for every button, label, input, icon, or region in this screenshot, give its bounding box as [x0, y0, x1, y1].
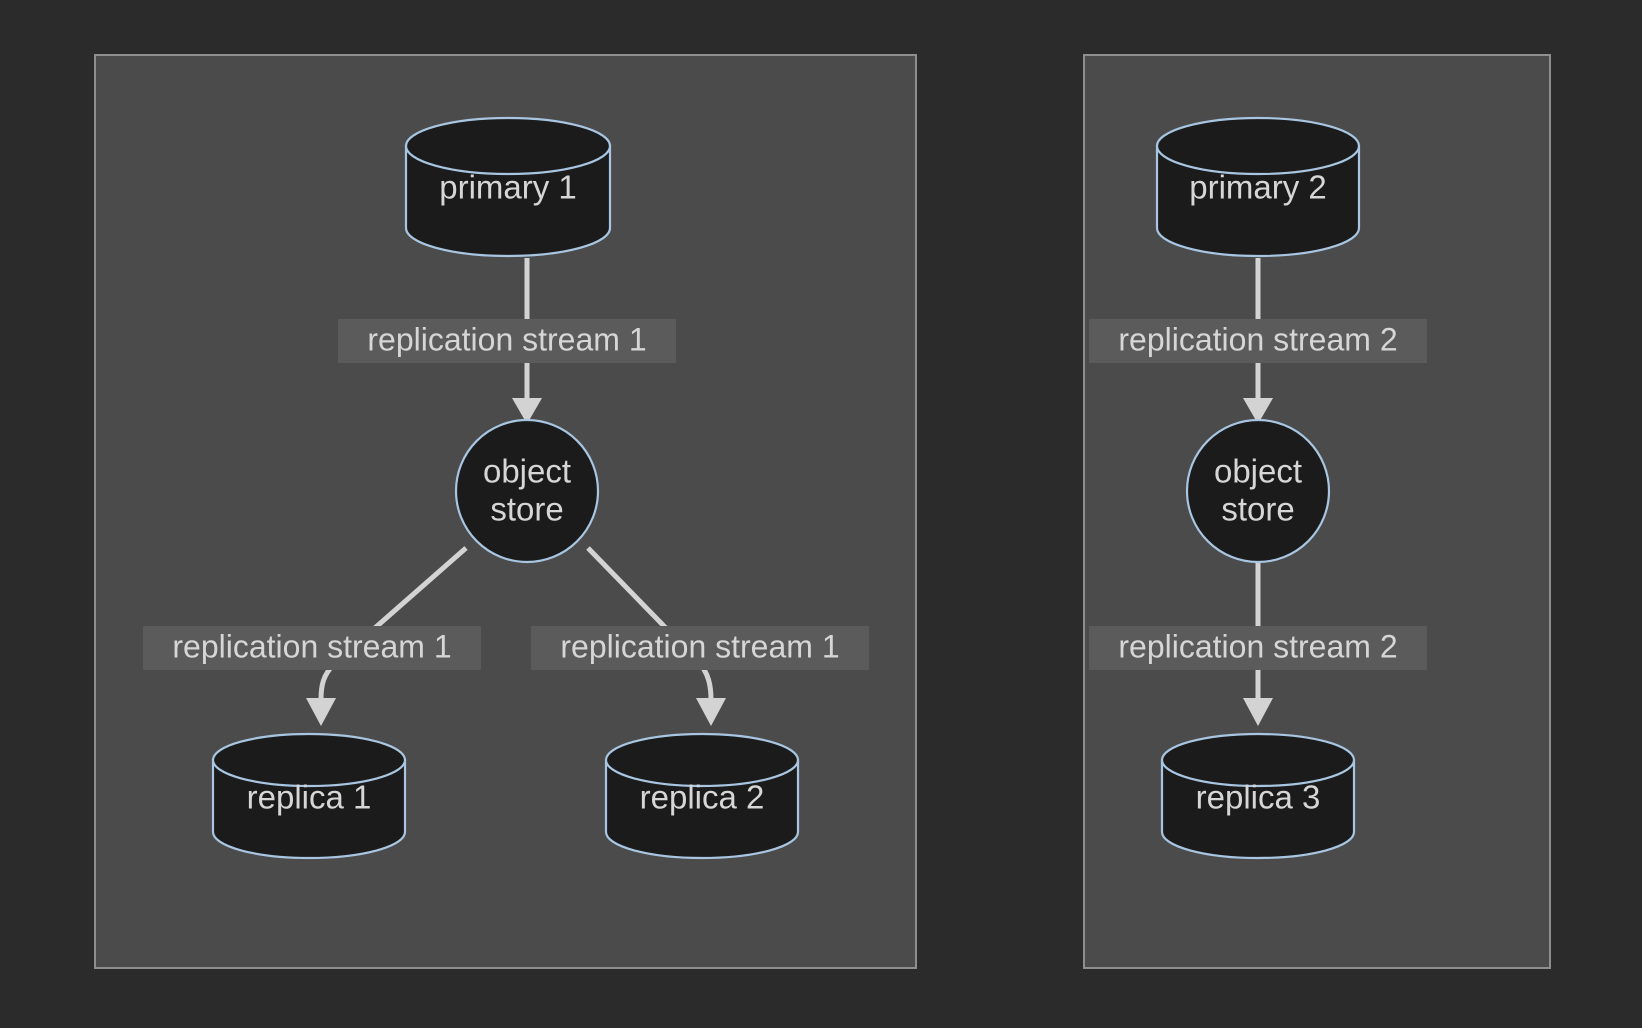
edge-label-primary1-objectstore1: replication stream 1 — [338, 319, 676, 363]
primary2-label: primary 2 — [1189, 169, 1327, 206]
node-objectstore2[interactable]: object store — [1185, 418, 1331, 564]
edge-objectstore2-to-replica3-arrowhead — [1243, 698, 1273, 726]
primary2-cylinder-top — [1155, 116, 1361, 176]
replica2-cylinder-top — [604, 732, 800, 788]
edge-label-bg-4 — [1089, 319, 1427, 363]
objectstore1-label-line1: object — [483, 453, 571, 490]
replica3-label: replica 3 — [1196, 779, 1321, 816]
edge-label-bg-3 — [531, 626, 869, 670]
node-replica2[interactable]: replica 2 — [604, 732, 800, 860]
replica2-cylinder-body — [604, 758, 800, 860]
edge-label-bg-1 — [338, 319, 676, 363]
primary1-cylinder-top — [404, 116, 612, 176]
edge-label-text-3: replication stream 1 — [560, 628, 839, 664]
node-primary2[interactable]: primary 2 — [1155, 116, 1361, 258]
edge-label-text-4: replication stream 2 — [1118, 321, 1397, 357]
primary2-cylinder-body — [1155, 144, 1361, 258]
replica3-cylinder-top — [1160, 732, 1356, 788]
objectstore2-label-line1: object — [1214, 453, 1302, 490]
primary1-label: primary 1 — [439, 169, 577, 206]
edge-label-primary2-objectstore2: replication stream 2 — [1089, 319, 1427, 363]
primary1-cylinder-body — [404, 144, 612, 258]
edge-objectstore1-to-replica1-arrowhead — [306, 698, 336, 726]
replica3-cylinder-body — [1160, 758, 1356, 860]
objectstore1-label-line2: store — [490, 491, 563, 528]
objectstore2-label-line2: store — [1221, 491, 1294, 528]
node-primary1[interactable]: primary 1 — [404, 116, 612, 258]
edge-primary1-to-objectstore1-arrowhead — [512, 398, 542, 424]
edge-objectstore1-to-replica2-arrowhead — [696, 698, 726, 726]
replica1-cylinder-top — [211, 732, 407, 788]
node-replica3[interactable]: replica 3 — [1160, 732, 1356, 860]
edge-label-objectstore2-replica3: replication stream 2 — [1089, 626, 1427, 670]
edge-label-text-5: replication stream 2 — [1118, 628, 1397, 664]
edge-label-bg-5 — [1089, 626, 1427, 670]
edge-label-objectstore1-replica2: replication stream 1 — [531, 626, 869, 670]
edge-label-objectstore1-replica1: replication stream 1 — [143, 626, 481, 670]
edge-label-text-1: replication stream 1 — [367, 321, 646, 357]
replica2-label: replica 2 — [640, 779, 765, 816]
objectstore2-circle — [1185, 418, 1331, 564]
edge-label-text-2: replication stream 1 — [172, 628, 451, 664]
objectstore1-circle — [454, 418, 600, 564]
node-replica1[interactable]: replica 1 — [211, 732, 407, 860]
node-objectstore1[interactable]: object store — [454, 418, 600, 564]
replica1-cylinder-body — [211, 758, 407, 860]
edge-primary2-to-objectstore2-arrowhead — [1243, 398, 1273, 424]
edge-label-bg-2 — [143, 626, 481, 670]
replica1-label: replica 1 — [247, 779, 372, 816]
